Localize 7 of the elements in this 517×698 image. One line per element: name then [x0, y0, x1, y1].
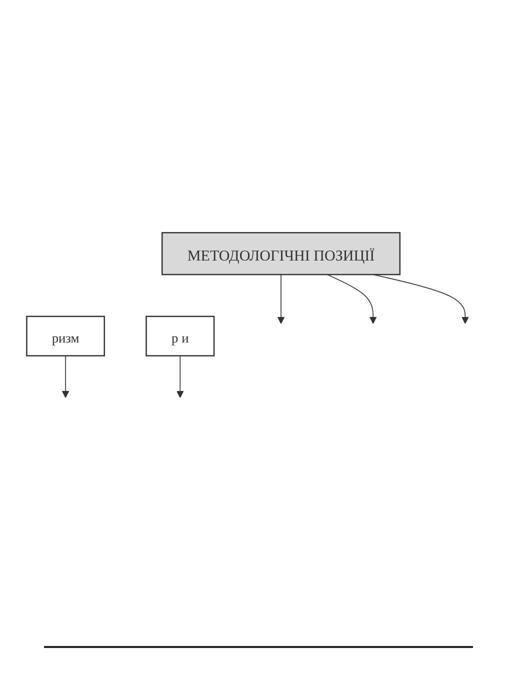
arrow — [326, 274, 377, 324]
arrow — [277, 274, 285, 324]
arrow — [62, 356, 70, 398]
node-box: ризм — [26, 316, 105, 357]
arrow — [176, 356, 184, 398]
node-box: МЕТОДОЛОГІЧНІ ПОЗИЦІЇ — [161, 232, 401, 276]
node-box: р и — [146, 316, 215, 357]
